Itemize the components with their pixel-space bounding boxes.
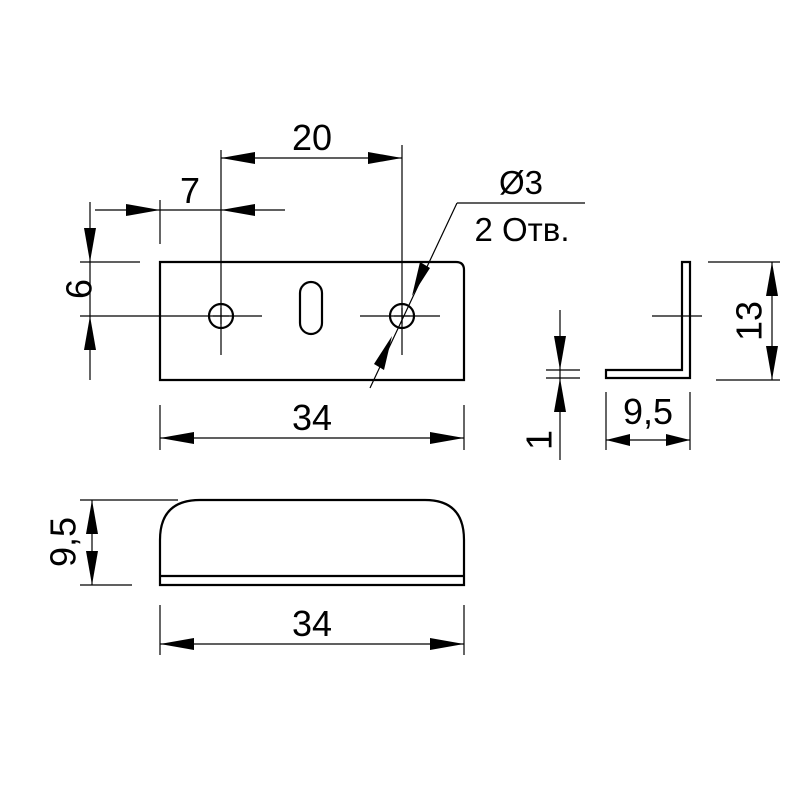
side-profile-outline: [604, 260, 692, 380]
dim-depth-side: 9,5: [605, 391, 691, 450]
dim-height-side: 13: [708, 261, 780, 381]
dim-length-front: 34: [159, 397, 465, 450]
dim-length-top: 34: [159, 603, 465, 655]
dim-length-top-label: 34: [292, 603, 332, 644]
dim-thickness-side-label: 1: [519, 430, 560, 450]
dim-hole-offset-label: 7: [180, 170, 200, 211]
dim-depth-top-label: 9,5: [43, 517, 84, 567]
dim-hole-offset: 7: [95, 170, 285, 244]
center-slot: [298, 280, 324, 336]
dim-holes-spacing: 20: [221, 117, 402, 164]
dim-thickness-side: 1: [519, 310, 580, 460]
top-view: 9,5 34: [43, 498, 466, 655]
dim-length-front-label: 34: [292, 397, 332, 438]
side-view: 13 1 9,5: [519, 260, 780, 460]
hole-count-label: 2 Отв.: [474, 211, 569, 248]
top-profile-outline: [158, 498, 466, 587]
dim-hole-height: 6: [59, 202, 140, 380]
dim-hole-height-label: 6: [59, 279, 100, 299]
hole-diameter-label: Ø3: [499, 164, 543, 201]
dim-holes-spacing-label: 20: [292, 117, 332, 158]
dim-depth-top: 9,5: [43, 499, 178, 586]
hole-note: Ø3 2 Отв.: [369, 164, 585, 389]
front-view: 20 7 6 34: [59, 117, 585, 450]
dim-height-side-label: 13: [729, 301, 770, 341]
front-plate-outline: [158, 260, 466, 382]
dim-depth-side-label: 9,5: [623, 391, 673, 432]
